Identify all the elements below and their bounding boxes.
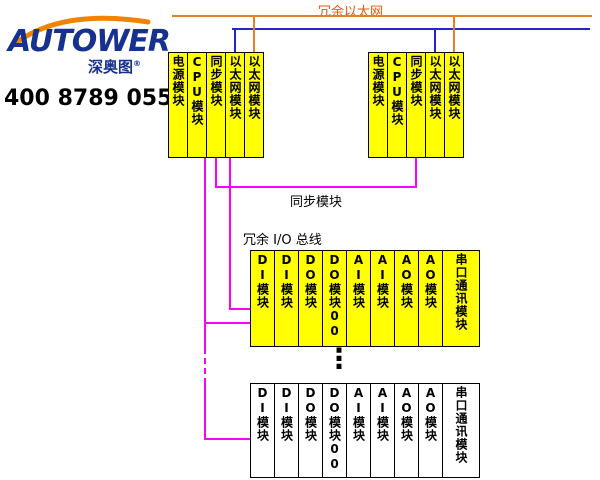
io-bus-label: 冗余 I/O 总线 (243, 233, 322, 248)
module-ethernet-2-left: 以太网模块 (244, 52, 264, 158)
eth-drop-orange-right (453, 15, 455, 52)
io-top-module-ao-1: AO模块 (394, 250, 419, 347)
io-bottom-module-di-1: DI模块 (250, 383, 275, 478)
io-bottom-module-do-2: DO模块00 (322, 383, 347, 478)
module-ethernet-1-right: 以太网模块 (425, 52, 445, 158)
io-bus-a-branch-top-rack (204, 322, 250, 324)
eth-drop-blue-right (434, 28, 436, 52)
io-top-module-serial: 串口通讯模块 (442, 250, 480, 347)
module-cpu-right: CPU模块 (387, 52, 407, 158)
io-bottom-module-serial: 串口通讯模块 (442, 383, 480, 478)
io-top-module-ai-1: AI模块 (346, 250, 371, 347)
io-bottom-module-di-2: DI模块 (274, 383, 299, 478)
sync-link-horizontal (215, 186, 417, 188)
io-bus-a-vertical-lower (204, 384, 206, 440)
io-top-module-do-2: DO模块00 (322, 250, 347, 347)
io-bus-a-vertical-dashed (204, 348, 206, 384)
phone-number: 400 8789 055 (4, 86, 173, 111)
io-bottom-module-ao-2: AO模块 (418, 383, 443, 478)
ethernet-line-blue (232, 28, 590, 30)
io-bottom-module-ao-1: AO模块 (394, 383, 419, 478)
module-ethernet-2-right: 以太网模块 (444, 52, 464, 158)
logo-swoosh-icon (9, 15, 151, 49)
io-bus-a-branch-bottom-rack (204, 438, 250, 440)
eth-drop-orange-left (253, 15, 255, 52)
module-power-right: 电源模块 (368, 52, 388, 158)
registered-mark: ® (133, 59, 142, 68)
io-bus-b-vertical (229, 158, 231, 310)
module-cpu-left: CPU模块 (187, 52, 207, 158)
io-top-module-ai-2: AI模块 (370, 250, 395, 347)
brand-chinese: 深奥图® (88, 56, 141, 77)
module-sync-left: 同步模块 (206, 52, 226, 158)
module-sync-right: 同步模块 (406, 52, 426, 158)
sync-link-right-drop (415, 158, 417, 188)
io-bottom-module-ai-2: AI模块 (370, 383, 395, 478)
io-bottom-module-ai-1: AI模块 (346, 383, 371, 478)
brand-name: AUTOWER (8, 24, 171, 59)
sync-link-left-drop (215, 158, 217, 188)
io-top-module-ao-2: AO模块 (418, 250, 443, 347)
eth-drop-blue-left (234, 28, 236, 52)
module-power-left: 电源模块 (168, 52, 188, 158)
brand-chinese-text: 深奥图 (88, 58, 134, 76)
io-top-module-di-1: DI模块 (250, 250, 275, 347)
continuation-dots: ⋮ (325, 342, 353, 375)
io-bus-b-branch-top-rack (229, 308, 250, 310)
io-bus-a-vertical (204, 158, 206, 348)
io-top-module-di-2: DI模块 (274, 250, 299, 347)
io-bottom-module-do-1: DO模块 (298, 383, 323, 478)
module-ethernet-1-left: 以太网模块 (225, 52, 245, 158)
ethernet-line-orange (172, 15, 592, 17)
sync-label: 同步模块 (290, 195, 343, 210)
io-top-module-do-1: DO模块 (298, 250, 323, 347)
ethernet-label: 冗余以太网 (318, 5, 384, 20)
